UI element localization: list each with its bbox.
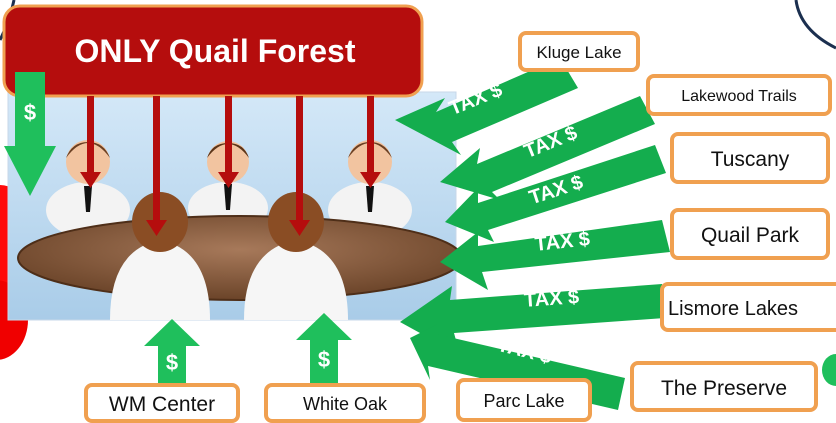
- community-box-quail-park: Quail Park: [670, 208, 830, 260]
- money-arrow-left-label: $: [24, 100, 36, 125]
- down-arrow-4: [289, 96, 310, 236]
- community-label-parc-lake: Parc Lake: [483, 391, 564, 411]
- community-box-tuscany: Tuscany: [670, 132, 830, 184]
- down-arrow-3: [218, 96, 239, 188]
- community-label-kluge-lake: Kluge Lake: [536, 43, 621, 62]
- banner-title: ONLY Quail Forest: [75, 33, 356, 69]
- community-label-lakewood-trails: Lakewood Trails: [681, 88, 797, 105]
- down-arrow-5: [360, 96, 381, 188]
- money-arrow-white-oak: $: [296, 313, 352, 384]
- community-label-wm-center: WM Center: [109, 393, 215, 416]
- community-box-wm-center: WM Center: [84, 383, 240, 423]
- meeting-table: [17, 215, 463, 301]
- community-label-white-oak: White Oak: [303, 394, 388, 414]
- community-box-the-preserve: The Preserve: [630, 361, 818, 412]
- community-label-quail-park: Quail Park: [701, 224, 800, 247]
- money-arrow-wm-center-label: $: [166, 350, 178, 375]
- community-box-kluge-lake: Kluge Lake: [518, 31, 640, 72]
- money-arrow-wm-center: $: [144, 319, 200, 384]
- community-box-parc-lake: Parc Lake: [456, 378, 592, 422]
- money-arrow-left: $: [4, 72, 56, 196]
- down-arrow-1: [80, 96, 101, 188]
- down-arrow-2: [146, 96, 167, 236]
- community-label-tuscany: Tuscany: [711, 148, 790, 171]
- green-blob: [822, 354, 836, 386]
- tax-arrow-lismore-lakes-label: TAX $: [523, 286, 580, 312]
- money-arrow-white-oak-label: $: [318, 347, 330, 372]
- community-label-lismore-lakes: Lismore Lakes: [668, 298, 798, 320]
- quail-forest-banner: ONLY Quail Forest: [2, 4, 424, 98]
- tax-arrow-lismore-lakes: TAX $: [400, 284, 665, 355]
- banner-down-arrows: [80, 96, 381, 236]
- community-box-lakewood-trails: Lakewood Trails: [646, 74, 832, 116]
- thought-bubble-right: [794, 0, 836, 50]
- tax-arrow-quail-park: TAX $: [440, 220, 670, 290]
- community-box-lismore-lakes: Lismore Lakes: [660, 282, 836, 332]
- meeting-room-image: [7, 91, 463, 321]
- community-label-the-preserve: The Preserve: [661, 377, 787, 400]
- community-box-white-oak: White Oak: [264, 383, 426, 423]
